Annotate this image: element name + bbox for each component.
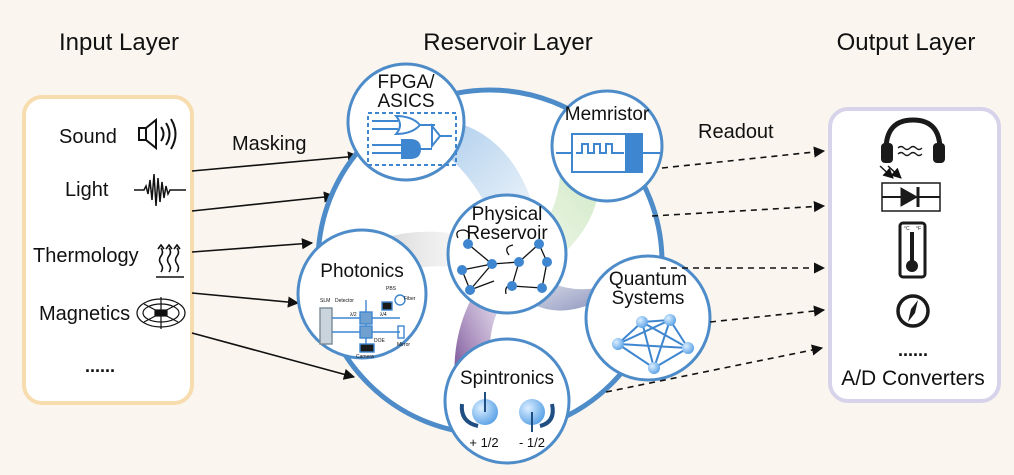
speaker-icon [138,117,177,151]
spintronics-label: Spintronics [460,368,554,389]
headphones-icon [881,117,945,163]
spin-icon [459,392,555,432]
memristor-label: Memristor [565,104,650,125]
photonics-half-wave-label: λ/2 [350,312,357,318]
physical-reservoir-node [446,193,568,315]
photodiode-icon [879,165,941,212]
input-layer-box [22,95,194,405]
photonics-label: Photonics [320,261,403,282]
photonics-quarter-wave-label: λ/4 [380,312,387,318]
input-arrow-1 [191,151,360,172]
photonics-node [296,228,428,360]
input-arrow-2 [191,191,336,212]
output-layer-header: Output Layer [837,29,976,56]
photonics-fiber-label: Fiber [404,296,416,302]
photonics-slm-label: SLM [320,298,330,304]
readout-arrow-5 [605,344,824,393]
center-label-line2: Reservoir [466,223,548,244]
input-arrow-4 [191,292,300,308]
quantum-qubit-dots [612,314,694,374]
output-converters-label: A/D Converters [841,367,985,390]
input-sound-label: Sound [59,126,117,148]
optical-setup-icon [319,294,406,353]
compass-icon [896,294,930,328]
output-more-label: ...... [898,340,928,360]
masking-label: Masking [232,133,306,155]
spin-plus-label: + 1/2 [469,435,498,450]
photonics-pbs-label: PBS [386,286,397,292]
reservoir-layer-header: Reservoir Layer [423,29,592,56]
input-layer-header: Input Layer [59,29,179,56]
quantum-label-line1: Quantum [609,269,687,290]
input-thermology-label: Thermology [33,245,139,267]
svg-text:°C: °C [904,226,910,232]
fpga-label-line2: ASICS [377,91,434,112]
spintronics-node [443,337,571,465]
photonics-detector-label: Detector [335,298,354,304]
readout-arrow-4 [709,305,826,323]
fpga-label-line1: FPGA/ [377,72,435,93]
input-more-label: ...... [85,356,115,376]
input-arrow-5 [191,332,356,380]
spin-minus-label: - 1/2 [519,435,545,450]
quantum-label-line2: Systems [612,288,685,309]
magnetic-field-icon [136,297,186,329]
reservoir-graph-dots [457,239,552,295]
input-light-label: Light [65,179,109,201]
photonics-camera-label: Camera [356,354,374,360]
readout-label: Readout [698,121,774,143]
center-label-line1: Physical [472,204,543,225]
heat-icon [156,243,184,278]
memristor-symbol-icon [556,133,660,173]
svg-text:°F: °F [916,226,921,232]
input-arrow-3 [191,238,314,253]
fpga-node [346,62,466,182]
logic-gate-icon [367,112,457,166]
readout-arrow-2 [651,200,826,217]
photonics-mirror-label: Mirror [397,342,410,348]
input-magnetics-label: Magnetics [39,303,130,325]
light-wave-icon [134,173,186,207]
readout-arrow-1 [661,146,826,169]
photonics-doe-label: DOE [374,338,386,344]
thermometer-icon: °C °F [898,221,927,279]
